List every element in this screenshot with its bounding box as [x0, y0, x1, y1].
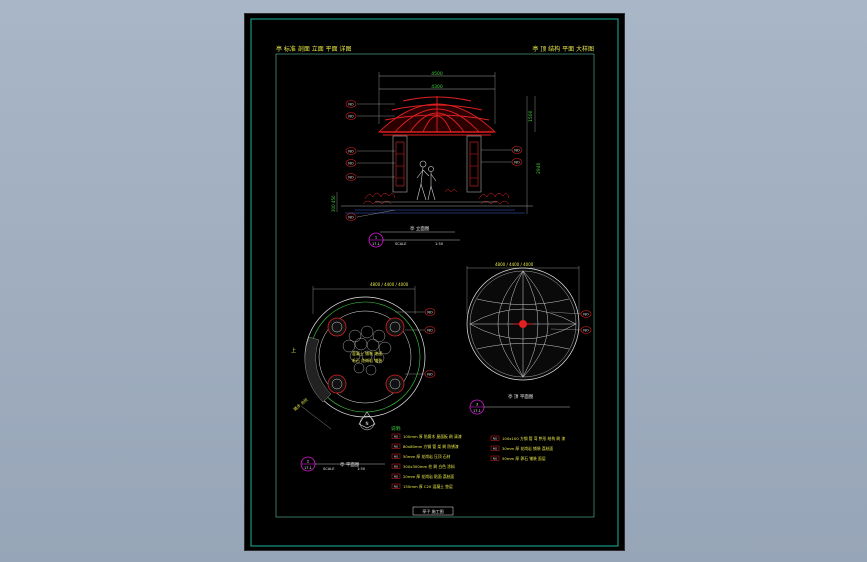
scale-label-plan: SCALE: [323, 467, 335, 471]
dim-top-inner: 4300: [431, 84, 443, 90]
dim-right-1: 1500: [528, 110, 534, 122]
callout-group-right: NO NO: [481, 146, 523, 166]
note-left-code-1: NO: [394, 435, 399, 439]
sheet-ref-roof: 17-1: [473, 409, 481, 413]
note-right-code-1: NO: [493, 437, 498, 441]
human-figures: [416, 160, 437, 201]
note-right-text-2: 30mm 厚 花岗岩 铺装 荔枝面: [502, 446, 553, 451]
note-left-text-1: 100mm 厚 防腐木 屋面板 刷 清漆: [403, 434, 462, 439]
plan-center-text-2: 毛石 花岗岩 铺装: [352, 357, 383, 363]
callout-7: NO: [514, 149, 520, 153]
sheet-ref-elevation: 17-1: [372, 242, 380, 246]
roof-callout-2: NO: [583, 329, 589, 333]
sheet-title-right: 亭 顶 结构 平面 大样图: [532, 45, 594, 53]
dim-right-2: 2940: [536, 162, 542, 174]
plan-callout-1: NO: [427, 311, 433, 315]
note-left-text-3: 50mm 厚 花岗岩 压顶 石材: [403, 454, 451, 459]
detail-no-roof: 3: [476, 403, 478, 407]
note-left-code-3: NO: [394, 455, 399, 459]
notes-right-list: NO 100x100 方钢 管 弯 拱形 结构 刷 漆 NO 30mm 厚 花岗…: [490, 435, 565, 461]
north-label: N: [366, 421, 369, 426]
note-left-code-5: NO: [394, 475, 399, 479]
plan-dim-top: 4800 / 4400 / 4000: [370, 282, 409, 287]
plan-view: 4800 / 4400 / 4000 混凝土 铺装 地面 毛石 花岗岩 铺: [291, 282, 436, 472]
callout-4: NO: [348, 162, 354, 166]
plan-caption: 亭 平面图: [340, 461, 360, 468]
plan-bottom-label: 踏步 台阶: [292, 396, 309, 412]
note-left-text-4: 300x300mm 柱 刷 白色 涂料: [403, 464, 455, 469]
callout-6: NO: [348, 216, 354, 220]
roof-caption: 亭 顶 平面图: [508, 393, 534, 400]
plan-callout-3: NO: [427, 373, 433, 377]
inner-frame: [275, 53, 595, 518]
sheet-title-left: 亭 标准 剖面 立面 平面 详图: [276, 45, 352, 53]
north-arrow-icon: N: [358, 411, 376, 431]
plan-side-label: 上: [291, 347, 296, 354]
column-right: [466, 135, 482, 193]
note-right-text-1: 100x100 方钢 管 弯 拱形 结构 刷 漆: [502, 436, 565, 441]
note-left-text-6: 150mm 厚 C20 混凝土 垫层: [403, 484, 453, 489]
callout-2: NO: [348, 115, 354, 119]
plan-callout-2: NO: [427, 329, 433, 333]
notes-heading: 说明:: [391, 425, 402, 432]
callout-5: NO: [348, 176, 354, 180]
notes-left-list: NO 100mm 厚 防腐木 屋面板 刷 清漆 NO 80x80mm 方钢 管 …: [391, 433, 462, 489]
title-block-text: 亭子 施工图: [422, 508, 443, 514]
elevation-view: 4500 4300 1500 2940: [331, 71, 542, 248]
plan-columns: [327, 317, 405, 394]
roof-dim-top: 4800 / 4400 / 4000: [495, 262, 534, 267]
callout-group-left: NO NO NO NO NO NO: [345, 100, 396, 221]
detail-bubble-plan: 2 17-1 SCALE 1:50: [300, 456, 385, 472]
dim-top-outer: 4500: [431, 71, 443, 77]
detail-bubble-roof: 3 17-1: [469, 399, 570, 415]
note-left-code-4: NO: [394, 465, 399, 469]
scale-value-plan: 1:50: [357, 467, 366, 471]
dome-roof: [377, 96, 497, 136]
outer-frame: [250, 18, 619, 547]
shrubs: [362, 189, 510, 205]
roof-callout-1: NO: [583, 313, 589, 317]
roof-plan-view: 4800 / 4400 / 4000 NO NO 亭 顶 平面图: [466, 262, 592, 415]
dim-left: 300 450: [331, 195, 336, 212]
detail-no-plan: 2: [307, 460, 309, 464]
detail-no-elevation: 1: [375, 236, 377, 240]
note-right-code-3: NO: [493, 457, 498, 461]
sheet-ref-plan: 17-1: [304, 466, 312, 470]
cad-drawing: 亭 标准 剖面 立面 平面 详图 亭 顶 结构 平面 大样图 4500 4300…: [250, 18, 619, 547]
note-left-text-5: 20mm 厚 花岗岩 贴面 荔枝面: [403, 474, 454, 479]
drawing-sheet: 亭 标准 剖面 立面 平面 详图 亭 顶 结构 平面 大样图 4500 4300…: [244, 13, 625, 551]
plan-center-text-1: 混凝土 铺装 地面: [352, 350, 383, 356]
note-left-code-2: NO: [394, 445, 399, 449]
note-right-code-2: NO: [493, 447, 498, 451]
callout-8: NO: [514, 161, 520, 165]
elevation-caption: 亭 立面图: [410, 225, 430, 232]
note-right-text-3: 50mm 厚 卵石 铺装 面层: [502, 456, 546, 461]
note-left-code-6: NO: [394, 485, 399, 489]
callout-1: NO: [348, 103, 354, 107]
scale-label-elevation: SCALE: [395, 242, 407, 246]
title-block: 亭子 施工图: [412, 506, 454, 516]
callout-3: NO: [348, 150, 354, 154]
scale-value-elevation: 1:50: [435, 242, 444, 246]
column-left: [392, 135, 408, 193]
note-left-text-2: 80x80mm 方钢 管 架 刷 防锈漆: [403, 444, 459, 449]
center-paving: [342, 325, 392, 376]
notes-legend: 说明: NO 100mm 厚 防腐木 屋面板 刷 清漆 NO 80x80mm 方…: [391, 425, 565, 489]
detail-bubble-elevation: 1 17-1 SCALE 1:50: [368, 232, 460, 248]
